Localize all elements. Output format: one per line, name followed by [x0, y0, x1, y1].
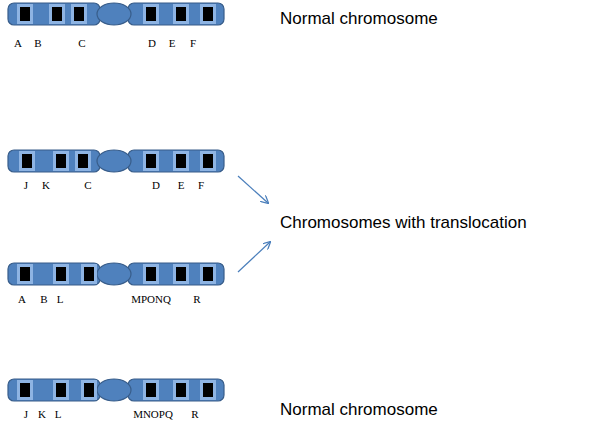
band-halo	[200, 151, 216, 171]
chromosome-arm	[128, 3, 224, 25]
band-halo	[71, 4, 87, 24]
caption-label: Normal chromosome	[280, 401, 438, 418]
band-halo	[17, 4, 33, 24]
gene-letter: J	[24, 409, 28, 420]
gene-letter: F	[198, 180, 204, 191]
gene-letter: D	[152, 180, 160, 191]
gene-letter: L	[55, 409, 62, 420]
chromosome	[8, 3, 224, 25]
chromosome-arm	[128, 150, 224, 172]
gene-letter: A	[18, 294, 26, 305]
chromosome-band	[20, 267, 30, 281]
gene-letter: R	[193, 294, 200, 305]
gene-letter: K	[38, 409, 46, 420]
chromosome-band	[22, 154, 32, 168]
caption-label: Normal chromosome	[280, 10, 438, 27]
band-halo	[143, 264, 159, 284]
gene-letter: E	[178, 180, 185, 191]
gene-letter: C	[78, 38, 85, 49]
gene-letter: R	[191, 409, 198, 420]
chromosome-arm	[128, 263, 224, 285]
gene-letter: L	[57, 294, 64, 305]
caption-label: Chromosomes with translocation	[280, 214, 527, 231]
centromere	[97, 150, 131, 172]
gene-letter: B	[34, 38, 41, 49]
chromosome-band	[146, 154, 156, 168]
chromosome-band	[56, 154, 66, 168]
gene-letter: D	[148, 38, 156, 49]
chromosome-band	[74, 7, 84, 21]
band-halo	[81, 380, 97, 400]
band-halo	[143, 151, 159, 171]
chromosome-arm	[128, 379, 224, 401]
band-halo	[81, 264, 97, 284]
band-halo	[53, 264, 69, 284]
chromosome-arm	[8, 3, 100, 25]
band-halo	[53, 380, 69, 400]
chromosome	[8, 379, 224, 401]
band-halo	[17, 264, 33, 284]
chromosome-band	[146, 383, 156, 397]
band-halo	[143, 4, 159, 24]
band-halo	[173, 264, 189, 284]
gene-letter: K	[42, 180, 50, 191]
chromosome-band	[146, 267, 156, 281]
chromosome-band	[20, 383, 30, 397]
band-halo	[19, 151, 35, 171]
band-halo	[143, 380, 159, 400]
chromosome-band	[176, 383, 186, 397]
gene-letter: E	[169, 38, 176, 49]
centromere	[97, 3, 131, 25]
gene-letter: B	[40, 294, 47, 305]
gene-letter: C	[84, 180, 91, 191]
chromosome-band	[176, 267, 186, 281]
chromosome-arm	[8, 379, 100, 401]
centromere	[97, 263, 131, 285]
chromosome-band	[84, 267, 94, 281]
chromosome-band	[203, 267, 213, 281]
chromosome-band	[203, 154, 213, 168]
band-halo	[173, 4, 189, 24]
chromosome-band	[176, 7, 186, 21]
chromosome	[8, 263, 224, 285]
band-halo	[200, 380, 216, 400]
band-halo	[200, 4, 216, 24]
band-halo	[17, 380, 33, 400]
gene-letter: F	[190, 38, 196, 49]
pointer-arrow	[238, 242, 270, 272]
gene-letter: MNOPQ	[133, 409, 173, 420]
band-halo	[200, 264, 216, 284]
chromosome-band	[146, 7, 156, 21]
chromosome-band	[20, 7, 30, 21]
chromosome	[8, 150, 224, 172]
chromosome-arm	[8, 150, 100, 172]
chromosome-band	[203, 383, 213, 397]
centromere	[97, 379, 131, 401]
chromosome-band	[84, 383, 94, 397]
band-halo	[173, 151, 189, 171]
gene-letter: MPONQ	[131, 294, 171, 305]
band-halo	[173, 380, 189, 400]
chromosome-band	[56, 383, 66, 397]
chromosome-arm	[8, 263, 100, 285]
chromosome-band	[52, 7, 62, 21]
gene-letter: A	[14, 38, 22, 49]
chromosome-band	[78, 154, 88, 168]
chromosome-band	[56, 267, 66, 281]
band-halo	[49, 4, 65, 24]
chromosome-band	[176, 154, 186, 168]
band-halo	[75, 151, 91, 171]
band-halo	[53, 151, 69, 171]
chromosome-band	[203, 7, 213, 21]
pointer-arrow	[238, 176, 268, 203]
gene-letter: J	[24, 180, 28, 191]
